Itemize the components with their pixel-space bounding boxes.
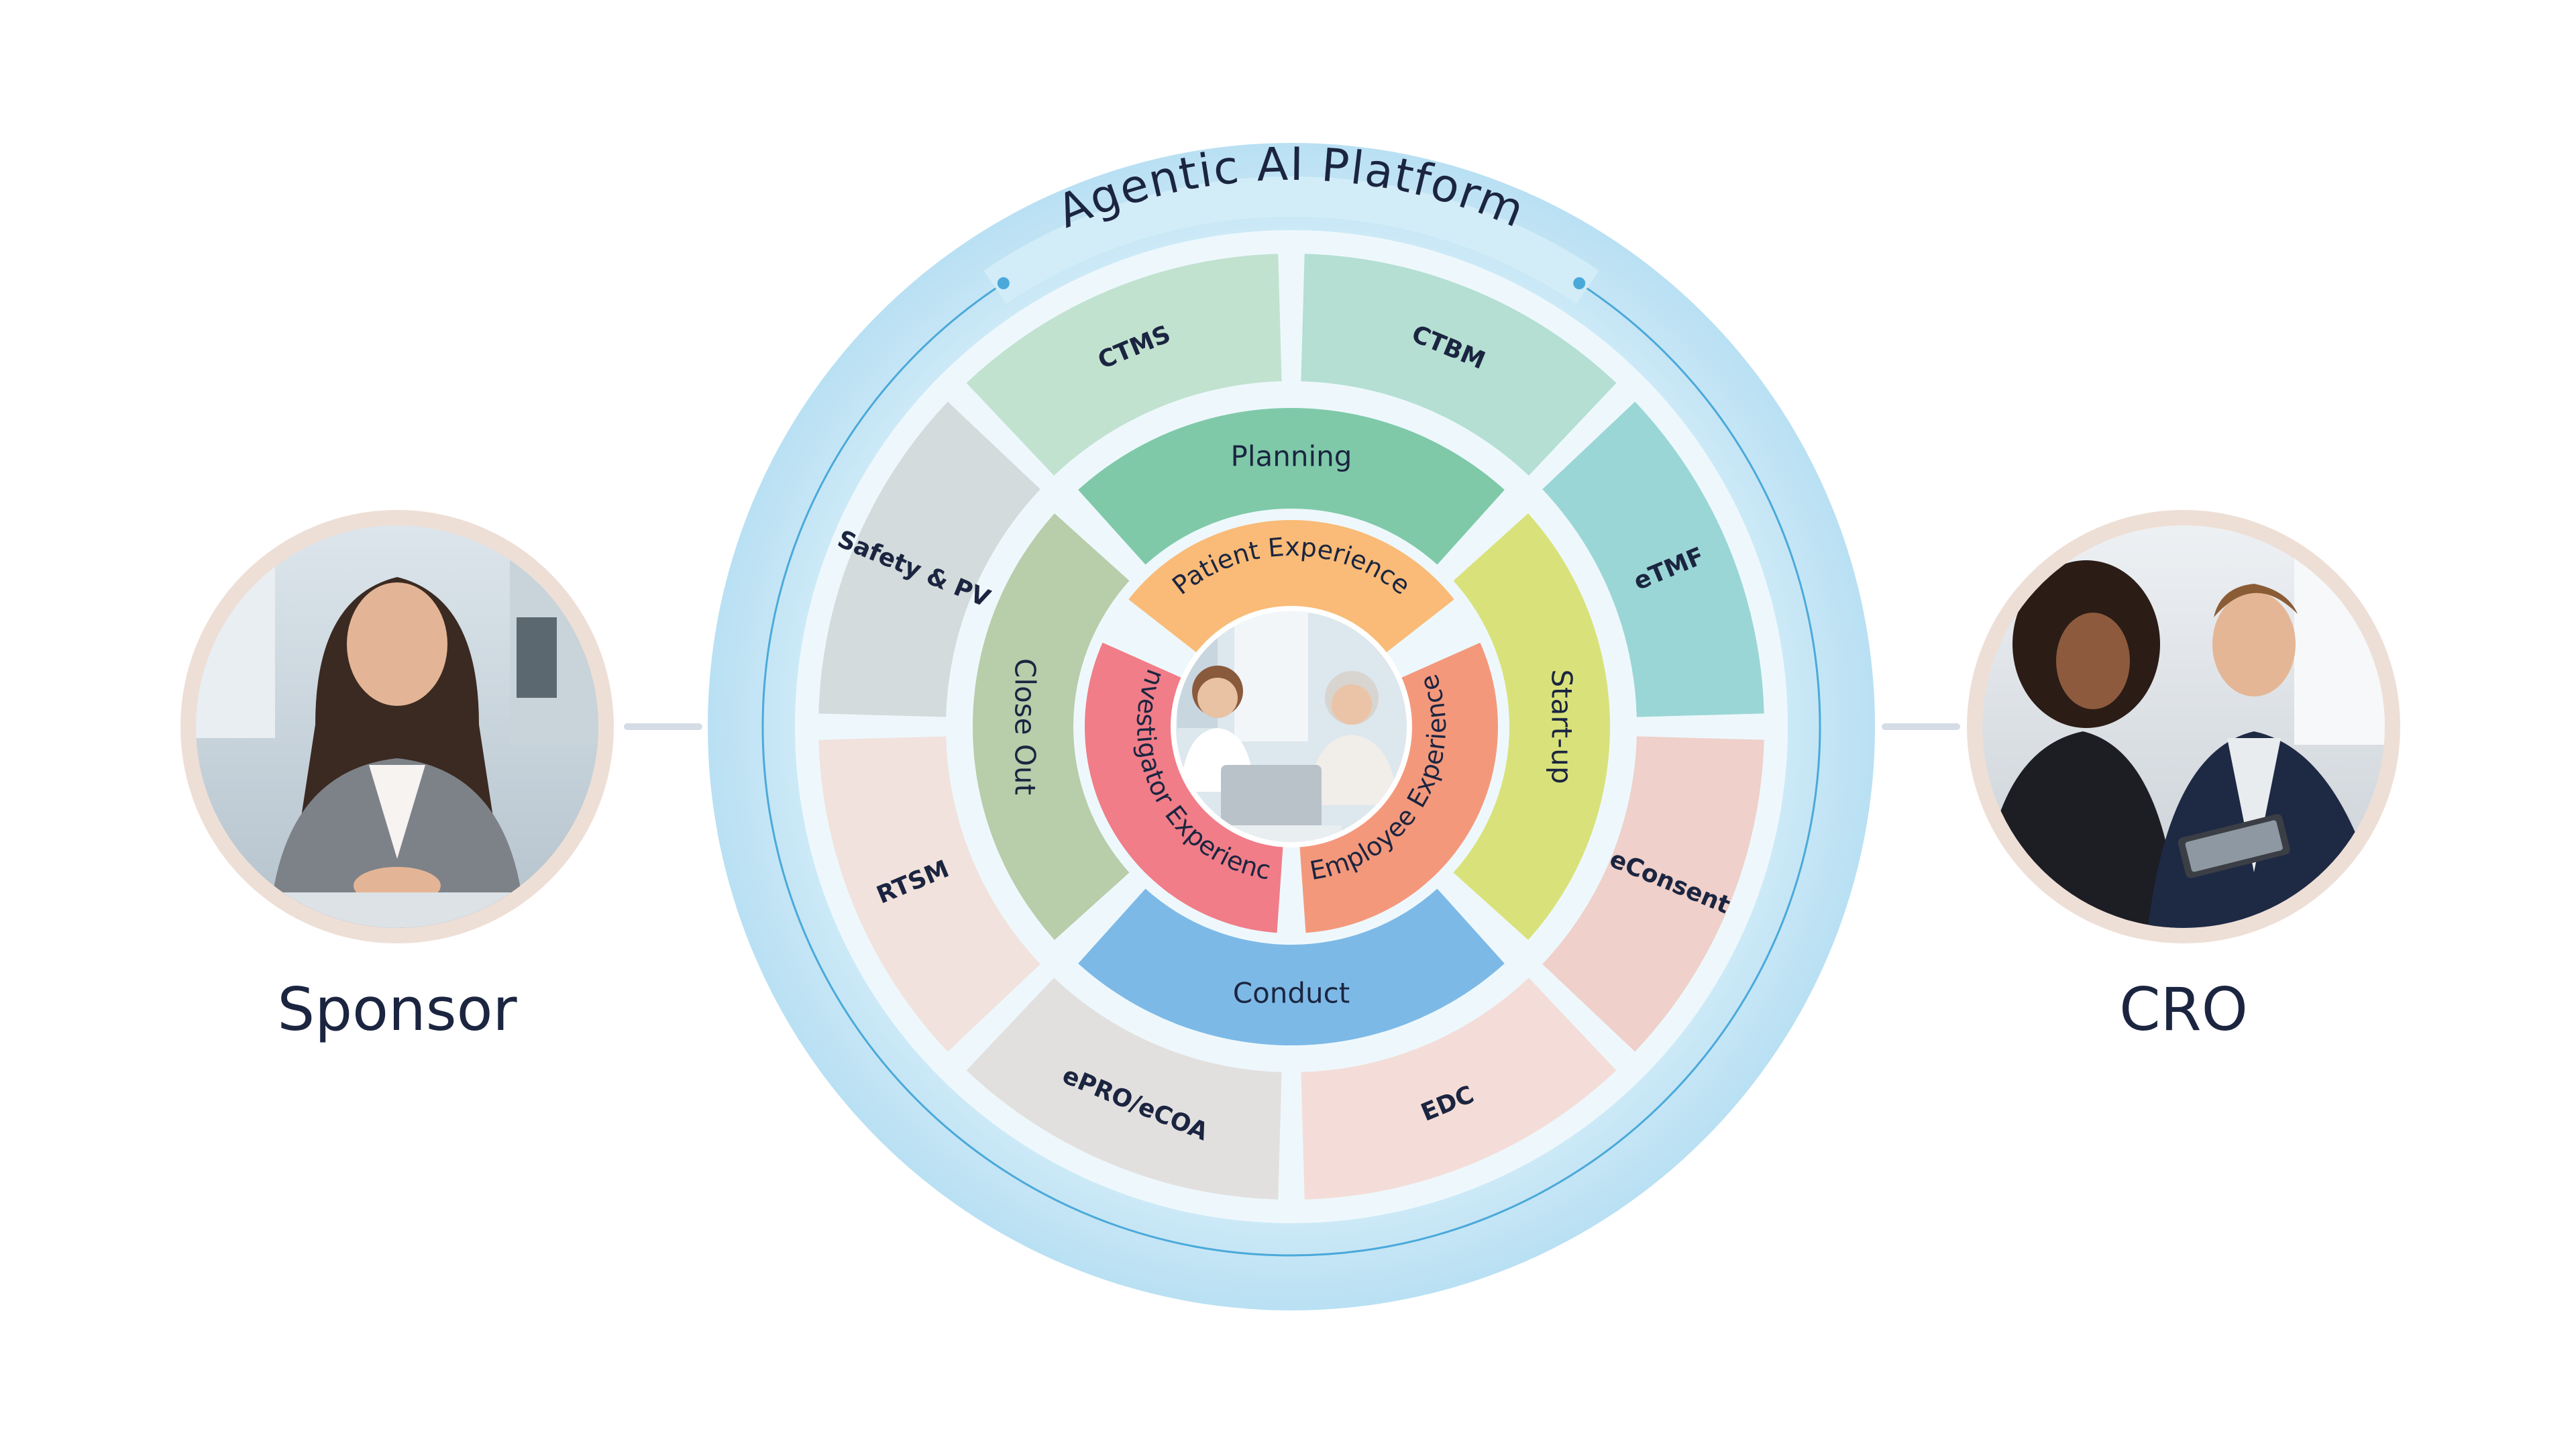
cro-label: CRO <box>2119 975 2248 1044</box>
phase-planning-label: Planning <box>1231 440 1352 473</box>
phase-conduct-label: Conduct <box>1233 977 1350 1010</box>
cro-photo <box>1967 510 2400 943</box>
title-dot-left <box>998 277 1010 289</box>
sponsor-label: Sponsor <box>277 975 517 1044</box>
phase-start-up-label: Start-up <box>1546 669 1578 784</box>
sponsor-photo <box>180 510 614 943</box>
title-dot-right <box>1573 277 1585 289</box>
phase-close-out-label: Close Out <box>1009 658 1042 795</box>
